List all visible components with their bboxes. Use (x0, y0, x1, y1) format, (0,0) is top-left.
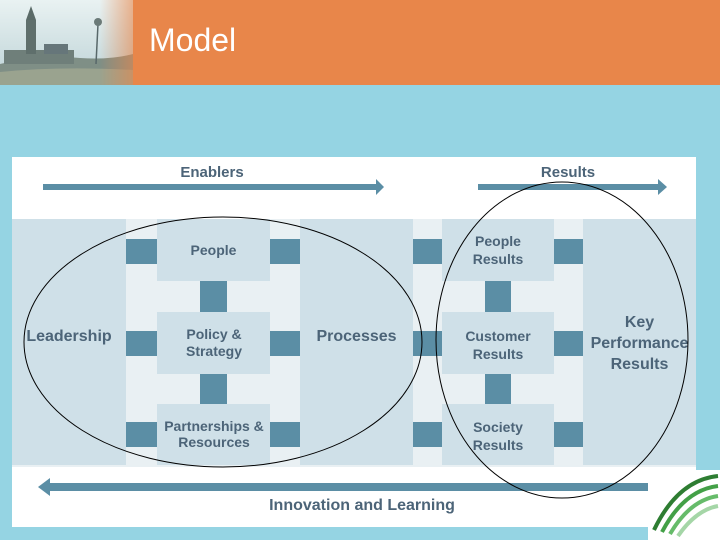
connector (413, 331, 442, 356)
innovation-learning-label: Innovation and Learning (269, 497, 455, 514)
results-ellipse (435, 181, 689, 499)
connector (126, 422, 157, 447)
enablers-arrow-head (376, 179, 384, 195)
ellipse-overlay (23, 181, 689, 499)
connector (200, 374, 227, 404)
diagram-graphics (38, 179, 667, 496)
partnerships-resources-label: Partnerships & Resources (164, 418, 264, 450)
results-arrow (478, 184, 662, 190)
innovation-arrow-head (38, 478, 50, 496)
logo-icon (648, 470, 720, 540)
connector (270, 422, 300, 447)
people-label: People (190, 242, 237, 258)
customer-results-box (442, 312, 554, 374)
enablers-arrow (43, 184, 380, 190)
connector (554, 239, 583, 264)
society-results-label: Society Results (472, 419, 524, 453)
people-results-box (442, 219, 554, 281)
results-arrow-head (658, 179, 667, 195)
processes-label: Processes (316, 328, 397, 345)
connector (554, 331, 583, 356)
partnerships-resources-box (157, 404, 270, 465)
policy-strategy-box (157, 312, 270, 374)
connector (485, 374, 511, 404)
enablers-label: Enablers (180, 164, 244, 181)
efqm-model-diagram: Enablers Results Leadership People Polic… (12, 157, 696, 527)
connector (413, 239, 442, 264)
enablers-ellipse (23, 216, 423, 468)
leadership-label: Leadership (26, 328, 112, 345)
connector (126, 331, 157, 356)
innovation-arrow (48, 483, 662, 491)
connector (554, 422, 583, 447)
results-label: Results (540, 164, 596, 181)
leadership-box (12, 219, 126, 465)
connector (270, 331, 300, 356)
header-bar: Model (0, 0, 720, 85)
connector (485, 281, 511, 312)
key-performance-results-box (583, 219, 696, 465)
connector (200, 281, 227, 312)
university-photo (0, 0, 133, 85)
connector (270, 239, 300, 264)
processes-box (300, 219, 413, 465)
people-results-label: People Results (472, 233, 524, 267)
customer-results-label: Customer Results (465, 328, 531, 362)
people-box (157, 219, 270, 281)
connector (413, 422, 442, 447)
slide-title: Model (149, 22, 237, 58)
connector (126, 239, 157, 264)
key-performance-results-label: Key Performance Results (590, 314, 689, 373)
policy-strategy-label: Policy & Strategy (185, 326, 243, 359)
